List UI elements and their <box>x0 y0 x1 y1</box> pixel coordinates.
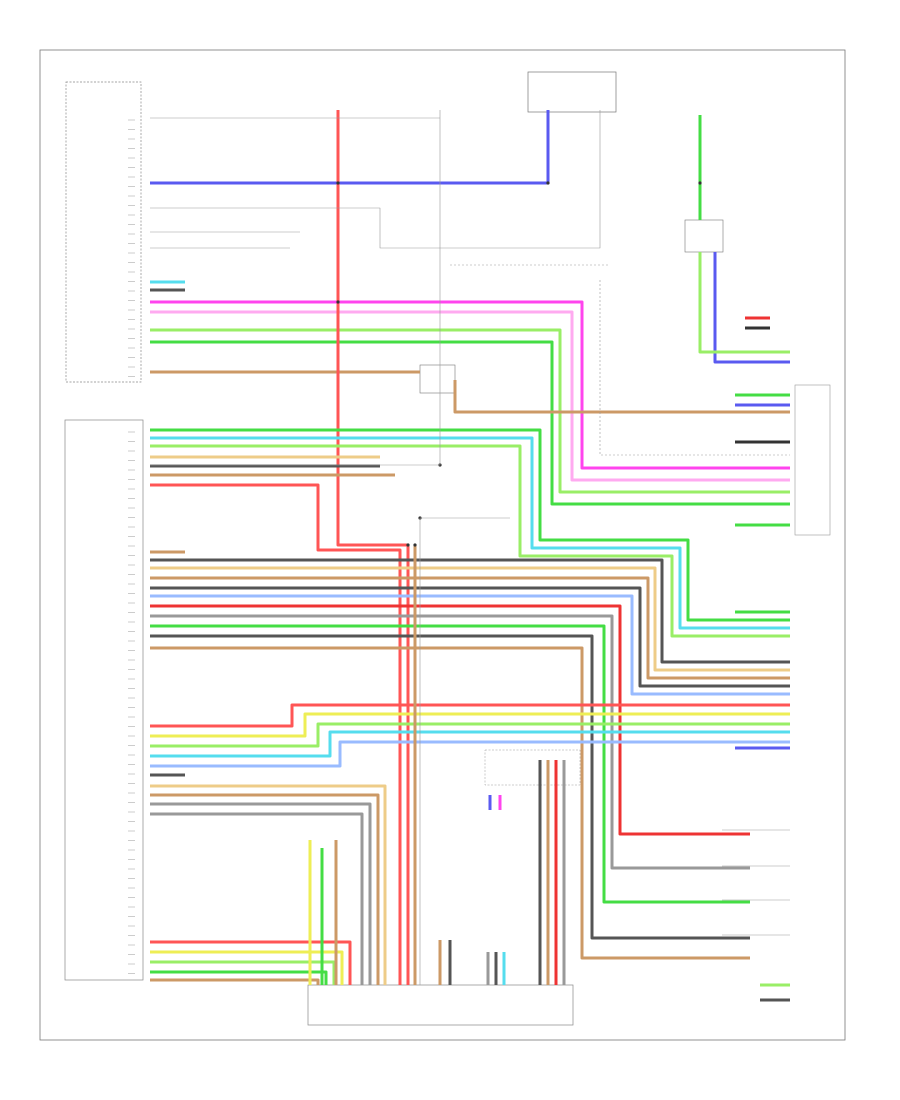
wire-orange <box>150 566 790 672</box>
wire-lightgreen <box>150 960 336 985</box>
wire-green <box>150 970 328 985</box>
wire-gray <box>150 812 364 985</box>
wire-red <box>336 110 410 985</box>
thin-wire <box>150 110 441 466</box>
upper-left-module-box <box>65 81 142 383</box>
splice-dot <box>336 300 340 304</box>
splice-dot <box>698 181 702 185</box>
wire-lightgreen <box>698 252 790 354</box>
wire-red <box>150 703 790 728</box>
wire-darkgray <box>150 634 750 940</box>
wire-darkgray <box>150 558 790 664</box>
wire-cyan <box>150 730 790 758</box>
middle-relay-box <box>419 364 456 394</box>
wire-lightgreen <box>150 722 790 748</box>
wire-lightgreen <box>150 444 790 638</box>
wire-lightblue <box>150 740 790 768</box>
left-control-module-box <box>64 419 144 981</box>
splice-dot <box>546 181 550 185</box>
wire-tan <box>150 576 790 680</box>
wire-cyan <box>150 436 790 630</box>
wire-orange <box>150 784 387 985</box>
wire-green <box>150 340 790 506</box>
thin-line-group <box>150 110 790 985</box>
wire-pink <box>150 310 790 482</box>
wire-tan <box>150 646 750 960</box>
wire-gray <box>150 802 372 985</box>
wire-blue <box>713 252 790 364</box>
wire-tan <box>453 380 790 414</box>
splice-dot <box>413 543 417 547</box>
top-fuse-box <box>527 71 617 113</box>
wire-magenta <box>150 300 790 470</box>
wire-tan <box>150 793 380 985</box>
wire-darkred <box>150 604 750 836</box>
wire-group <box>150 110 790 1002</box>
right-upper-connector-box <box>794 384 831 536</box>
wire-red <box>150 940 352 985</box>
right-relay-box <box>684 219 724 253</box>
bottom-connector-box <box>307 984 574 1026</box>
wire-green <box>150 624 750 904</box>
splice-dot <box>406 543 410 547</box>
diagram-border <box>39 49 846 1041</box>
label-group <box>128 119 135 974</box>
wire-yellow <box>150 950 344 985</box>
wire-blue <box>150 110 550 185</box>
thin-wire <box>599 280 790 456</box>
wire-darkgray <box>150 586 790 688</box>
wire-tan <box>150 978 320 985</box>
wire-lightblue <box>150 594 790 696</box>
middle-splice-box <box>484 749 581 786</box>
wire-green <box>150 428 790 622</box>
splice-dot <box>336 181 340 185</box>
thin-wire <box>150 110 601 249</box>
wire-yellow <box>150 712 790 738</box>
wire-red <box>150 483 402 985</box>
